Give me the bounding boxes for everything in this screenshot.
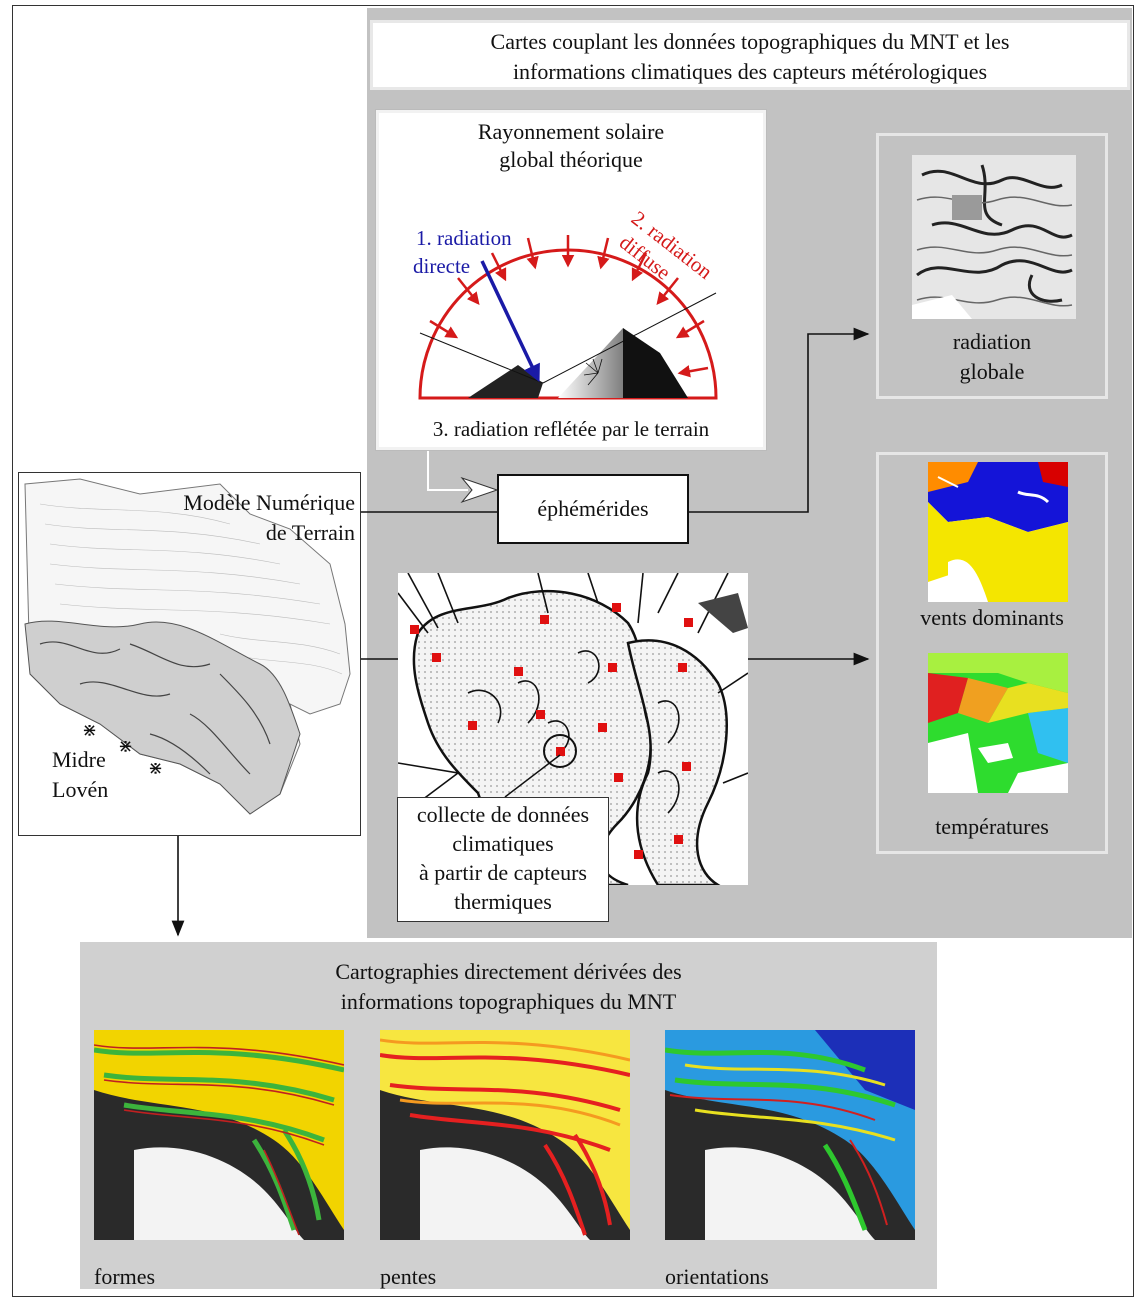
mnt-title-line1: Modèle Numérique: [183, 490, 355, 515]
svg-text:⋇: ⋇: [118, 736, 133, 756]
slopes-label: pentes: [380, 1264, 437, 1289]
svg-text:⋇: ⋇: [82, 720, 97, 740]
radiation-label-line2: globale: [959, 359, 1025, 384]
reflected-radiation-label: 3. radiation reflétée par le terrain: [432, 417, 710, 441]
orientations-map: [665, 1030, 915, 1240]
temperatures-map: [928, 653, 1068, 793]
solar-radiation-diagram: 1. radiation directe 2. radiation diffus…: [398, 193, 738, 415]
global-radiation-map: [912, 155, 1076, 319]
temperatures-label: températures: [935, 814, 1049, 839]
mnt-title-line2: de Terrain: [265, 520, 355, 545]
ephemerides-box: éphémérides: [497, 474, 689, 544]
sensor-caption-line4: thermiques: [454, 889, 552, 914]
forms-map: [94, 1030, 344, 1240]
derived-title-line1: Cartographies directement dérivées des: [335, 959, 682, 984]
sensor-collection-caption: collecte de données climatiques à partir…: [397, 797, 609, 922]
mnt-terrain-map: ⋇ ⋇ ⋇: [24, 478, 351, 815]
climate-maps-frame: [876, 452, 1108, 854]
direct-label-line2: directe: [413, 254, 470, 278]
winds-map: [928, 462, 1068, 602]
global-radiation-frame: [876, 133, 1108, 399]
coupling-title-line1: Cartes couplant les données topographiqu…: [490, 29, 1010, 54]
radiation-label-line1: radiation: [952, 329, 1032, 354]
outer-frame: [12, 5, 1134, 1297]
glacier-label-line1: Midre: [52, 747, 106, 772]
global-radiation-label: radiation globale: [876, 327, 1108, 387]
direct-label-line1: 1. radiation: [416, 226, 512, 250]
slopes-map: [380, 1030, 630, 1240]
orientations-label: orientations: [665, 1264, 769, 1289]
sensor-caption-line1: collecte de données: [416, 802, 590, 827]
derived-title: Cartographies directement dérivées des i…: [80, 957, 937, 1017]
winds-label: vents dominants: [920, 605, 1064, 630]
svg-text:⋇: ⋇: [148, 758, 163, 778]
solar-radiation-title: Rayonnement solaire global théorique: [376, 118, 766, 174]
forms-label: formes: [94, 1264, 156, 1289]
mnt-title: Modèle Numérique de Terrain: [115, 488, 355, 548]
sensor-caption-line3: à partir de capteurs: [419, 860, 587, 885]
sensor-caption-line2: climatiques: [452, 831, 554, 856]
solar-title-line1: Rayonnement solaire: [477, 119, 665, 144]
sensor-pointer: [504, 754, 561, 798]
glacier-label: Midre Lovén: [52, 745, 108, 805]
coupling-title-line2: informations climatiques des capteurs mé…: [512, 59, 988, 84]
sensor-markers: [410, 603, 693, 859]
derived-title-line2: informations topographiques du MNT: [340, 989, 677, 1014]
solar-title-line2: global théorique: [499, 147, 643, 172]
coupling-title: Cartes couplant les données topographiqu…: [370, 20, 1130, 90]
glacier-label-line2: Lovén: [52, 777, 109, 802]
